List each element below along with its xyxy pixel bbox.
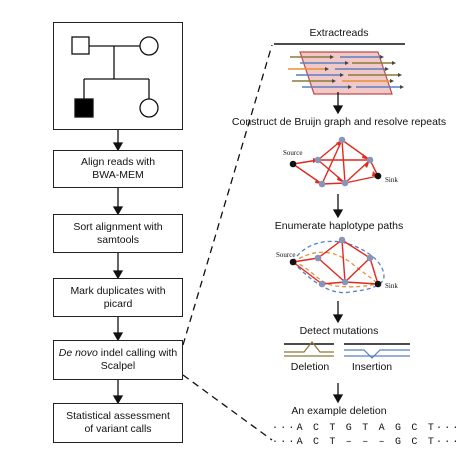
graph-node: [318, 180, 326, 188]
flow-arrow: [332, 301, 344, 324]
graph-node: [341, 179, 349, 187]
step-label-line: of variant calls: [84, 423, 152, 435]
graph-node: [314, 156, 322, 164]
construct-graph-label: Construct de Bruijn graph and resolve re…: [231, 116, 447, 128]
source-node: [289, 160, 297, 168]
enumerate-paths-label: Enumerate haplotype paths: [274, 220, 404, 232]
step-label-line: BWA-MEM: [92, 169, 144, 181]
step-label-line: indel calling with: [97, 347, 178, 359]
step-label-line: Scalpel: [100, 360, 136, 372]
pedigree-chart: [71, 36, 159, 118]
pipeline-arrow: [112, 188, 124, 216]
step-label-line: Align reads with: [80, 156, 156, 168]
deletion-sequence: ···A C T – – – G C T···: [272, 437, 461, 448]
pedigree-daughter-circle: [139, 98, 159, 118]
insertion-glyph: [344, 343, 410, 359]
pipeline-arrow: [112, 253, 124, 280]
sink-node: [374, 280, 382, 288]
graph-node: [341, 278, 349, 286]
de-bruijn-graph: [289, 136, 382, 188]
graph1-source-label: Source: [283, 149, 303, 157]
pipeline-arrow: [112, 317, 124, 342]
extract-reads-label: Extractreads: [309, 27, 369, 39]
graph-node: [366, 254, 374, 262]
deletion-glyph: [284, 341, 334, 357]
flow-arrow: [332, 92, 344, 115]
pipeline-arrow: [112, 380, 124, 405]
graph2-source-label: Source: [276, 251, 296, 259]
graph-node: [318, 280, 326, 288]
flow-arrow: [332, 194, 344, 219]
step-label-line: samtools: [96, 233, 139, 246]
deletion-label: Deletion: [290, 361, 330, 373]
graph2-sink-label: Sink: [385, 282, 398, 290]
reads-illustration: [274, 43, 405, 95]
example-deletion-label: An example deletion: [291, 405, 387, 417]
insertion-label: Insertion: [351, 361, 393, 373]
detect-mutations-label: Detect mutations: [299, 325, 379, 337]
pipeline-arrow: [112, 130, 124, 152]
graph-node: [314, 254, 322, 262]
graph1-sink-label: Sink: [385, 176, 398, 184]
step-label-line: Statistical assessment: [66, 410, 170, 422]
step-label-line: Mark duplicates with: [70, 284, 166, 297]
sink-node: [374, 172, 382, 180]
graph-node: [366, 156, 374, 164]
step-label-line: Sort alignment with: [73, 220, 163, 233]
zoom-dashed-lines: [182, 44, 273, 441]
pedigree-box: [53, 22, 183, 130]
step-label-line: picard: [103, 297, 133, 310]
pedigree-mother-circle: [139, 36, 159, 56]
flow-arrow: [332, 383, 344, 404]
graph-node: [338, 236, 346, 244]
step-label-italic: De novo: [58, 347, 98, 359]
pedigree-father-square: [71, 36, 90, 55]
pedigree-affected-son-square: [74, 98, 94, 118]
haplotype-paths-graph: [289, 236, 385, 294]
reference-sequence: ···A C T G T A G C T···: [272, 423, 461, 434]
source-node: [289, 258, 297, 266]
graph-node: [338, 136, 346, 144]
